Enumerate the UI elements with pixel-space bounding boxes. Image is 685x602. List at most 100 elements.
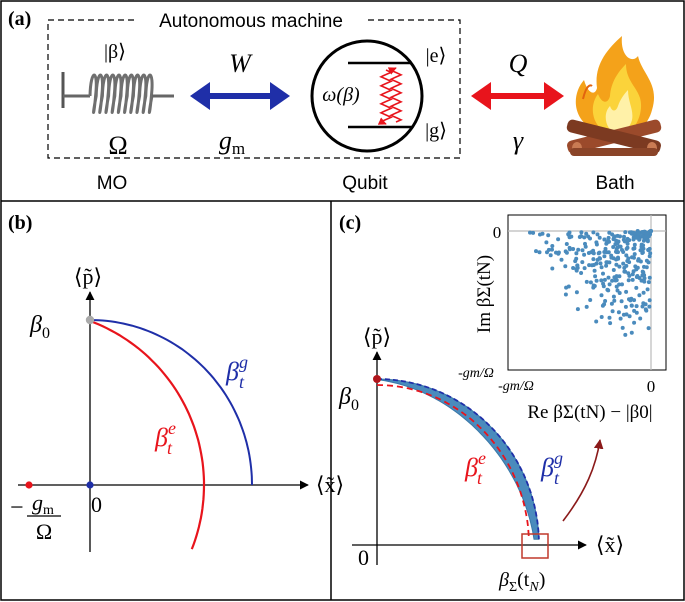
inset-scatter-point	[602, 277, 607, 282]
inset-scatter-point	[548, 253, 553, 258]
inset-scatter-point	[550, 244, 555, 248]
trajectory-band	[376, 378, 540, 540]
inset-scatter-point	[630, 277, 635, 282]
inset-scatter-point	[566, 284, 571, 289]
inset-scatter-point	[591, 230, 596, 235]
inset-scatter-point	[631, 237, 636, 242]
inset-scatter-point	[604, 260, 609, 265]
inset-scatter-point	[642, 273, 647, 278]
inset-scatter-point	[550, 247, 554, 252]
inset-scatter-point	[620, 282, 624, 287]
inset-scatter-point	[637, 293, 642, 298]
inset-scatter-point	[646, 260, 651, 265]
inset-scatter-point	[602, 254, 607, 259]
inset-scatter-point	[614, 247, 619, 252]
inset-scatter-point	[642, 279, 647, 284]
inset-scatter-point	[574, 251, 579, 256]
inset-scatter-point	[602, 250, 607, 254]
inset-scatter-point	[579, 271, 584, 275]
inset-scatter-point	[593, 274, 598, 279]
time-direction-arrow	[562, 439, 604, 522]
panel-b-fraction-denominator: Ω	[36, 519, 52, 544]
inset-scatter-point	[595, 232, 600, 237]
inset-scatter-point	[608, 321, 613, 326]
inset-scatter-point	[599, 278, 604, 283]
panel-b-start-dot	[85, 315, 95, 325]
inset-scatter-point	[596, 251, 601, 256]
inset-scatter-point	[610, 278, 615, 283]
inset-scatter-point	[641, 301, 646, 306]
inset-scatter-point	[564, 242, 569, 246]
inset-scatter-point	[648, 251, 653, 256]
inset-scatter-point	[634, 235, 639, 240]
panel-b-y-axis-label: ⟨p̃⟩	[74, 264, 102, 289]
inset-scatter-point	[640, 304, 645, 309]
panel-b-excited-curve	[89, 319, 206, 550]
inset-scatter-point	[574, 256, 579, 261]
panel-b-x-axis-label: ⟨x̃⟩	[316, 472, 344, 497]
inset-scatter-point	[647, 275, 652, 280]
inset-scatter-point	[607, 260, 612, 265]
inset-scatter-point	[615, 288, 620, 293]
inset-scatter-point	[622, 269, 627, 274]
inset-scatter-point	[646, 247, 651, 252]
inset-scatter-point	[625, 241, 630, 246]
panel-b-minus-sign: −	[10, 495, 24, 521]
panel-b-origin-dot	[86, 481, 94, 489]
inset-scatter-point	[567, 247, 572, 252]
inset-scatter-point	[540, 231, 545, 236]
inset-scatter-point	[546, 247, 551, 252]
inset-x-tick-left: -gm/Ω	[458, 366, 494, 381]
inset-scatter-point	[603, 246, 608, 251]
inset-scatter-point	[597, 235, 602, 240]
inset-scatter-point	[615, 233, 620, 238]
inset-scatter-point	[588, 280, 593, 285]
inset-scatter-point	[639, 242, 644, 247]
inset-scatter-point	[604, 263, 609, 268]
coupling-label: gm	[219, 126, 245, 158]
inset-scatter-point	[632, 320, 637, 325]
inset-scatter-point	[599, 265, 604, 270]
inset-scatter-point	[571, 266, 576, 270]
heat-double-arrow	[471, 82, 564, 110]
inset-scatter-point	[645, 287, 650, 292]
inset-scatter-point	[642, 264, 646, 269]
inset-scatter-point	[638, 316, 643, 321]
inset-scatter-point	[622, 234, 626, 239]
inset-scatter-point	[609, 301, 614, 306]
inset-scatter-point	[580, 248, 585, 253]
inset-scatter-point	[559, 257, 564, 262]
inset-scatter-point	[577, 235, 582, 239]
qubit-caption: Qubit	[342, 173, 388, 194]
inset-scatter-point	[629, 230, 634, 235]
inset-scatter-point	[647, 304, 652, 309]
inset-x-tick-left-2: -gm/Ω	[498, 379, 534, 394]
inset-scatter-point	[612, 298, 617, 303]
inset-scatter-point	[556, 237, 561, 242]
work-double-arrow	[190, 82, 290, 110]
inset-scatter-point	[618, 244, 623, 249]
panel-b-shift-dot	[25, 481, 33, 489]
panel-c-x-axis-label: ⟨x̃⟩	[596, 532, 624, 557]
inset-scatter-point	[627, 260, 632, 265]
inset-scatter-point	[624, 253, 629, 258]
inset-scatter-point	[606, 288, 611, 293]
inset-scatter-point	[634, 275, 639, 279]
inset-scatter-point	[544, 240, 549, 245]
panel-b-origin-label: 0	[91, 492, 102, 517]
inset-y-label: Im βΣ(tN)	[474, 255, 495, 333]
inset-x-label: Re βΣ(tN) − |β0|	[527, 402, 652, 423]
inset-scatter-point	[614, 278, 619, 283]
ground-state-label: |g⟩	[425, 120, 447, 142]
inset-scatter-point	[591, 257, 596, 262]
bath-caption: Bath	[595, 173, 634, 194]
inset-scatter-point	[642, 276, 647, 281]
inset-scatter-point	[624, 312, 629, 317]
inset-scatter-point	[582, 235, 587, 240]
heat-label: Q	[509, 49, 528, 78]
inset-scatter-point	[603, 299, 608, 303]
